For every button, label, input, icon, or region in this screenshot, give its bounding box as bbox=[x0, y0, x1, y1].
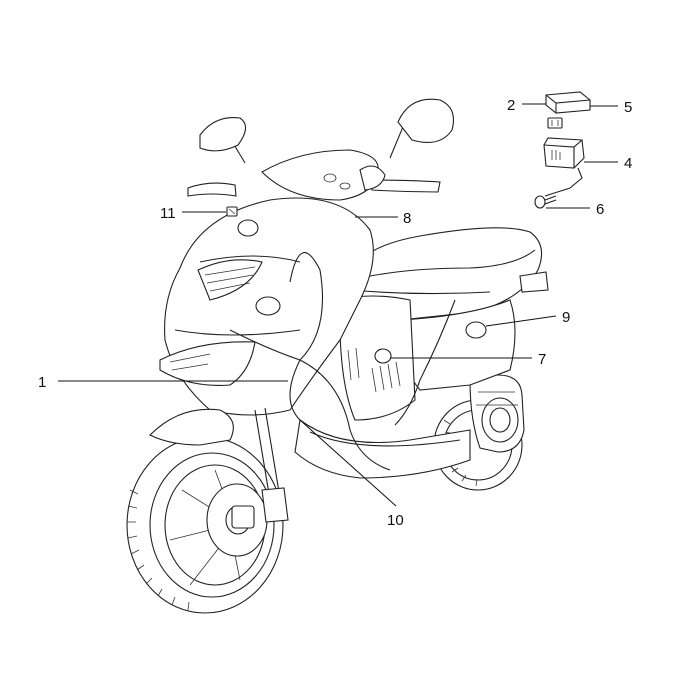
clip-part bbox=[226, 206, 238, 217]
fuse bbox=[547, 117, 563, 129]
callout-label: 4 bbox=[624, 155, 632, 172]
callout-label: 9 bbox=[562, 309, 570, 326]
callout-9: 9 bbox=[485, 309, 570, 327]
callout-4: 4 bbox=[584, 155, 632, 172]
callout-10: 10 bbox=[299, 419, 404, 529]
scooter-illustration bbox=[126, 98, 549, 614]
detached-parts bbox=[534, 91, 591, 209]
front-fork bbox=[149, 407, 289, 523]
exhaust bbox=[469, 374, 525, 453]
screw bbox=[534, 195, 557, 209]
callout-7: 7 bbox=[390, 351, 546, 368]
callout-label: 2 bbox=[507, 97, 515, 114]
callout-5: 5 bbox=[590, 99, 632, 116]
callout-2: 2 bbox=[507, 97, 546, 114]
callout-label: 8 bbox=[403, 210, 411, 227]
callout-6: 6 bbox=[546, 201, 604, 218]
footboard bbox=[294, 419, 471, 479]
callout-label: 7 bbox=[538, 351, 546, 368]
callout-label: 6 bbox=[596, 201, 604, 218]
callout-11: 11 bbox=[160, 205, 226, 222]
fuse-holder bbox=[543, 137, 585, 197]
front-body bbox=[159, 197, 374, 416]
callout-1: 1 bbox=[38, 374, 288, 391]
callout-label: 1 bbox=[38, 374, 46, 391]
callout-label: 5 bbox=[624, 99, 632, 116]
wiring-harness bbox=[229, 252, 456, 471]
callout-label: 10 bbox=[387, 512, 404, 529]
callout-label: 11 bbox=[160, 205, 176, 222]
fuse-box-cover bbox=[545, 91, 591, 114]
center-panel bbox=[339, 295, 416, 421]
callout-8: 8 bbox=[355, 210, 411, 227]
handlebars bbox=[187, 98, 455, 201]
front-wheel bbox=[126, 436, 284, 614]
